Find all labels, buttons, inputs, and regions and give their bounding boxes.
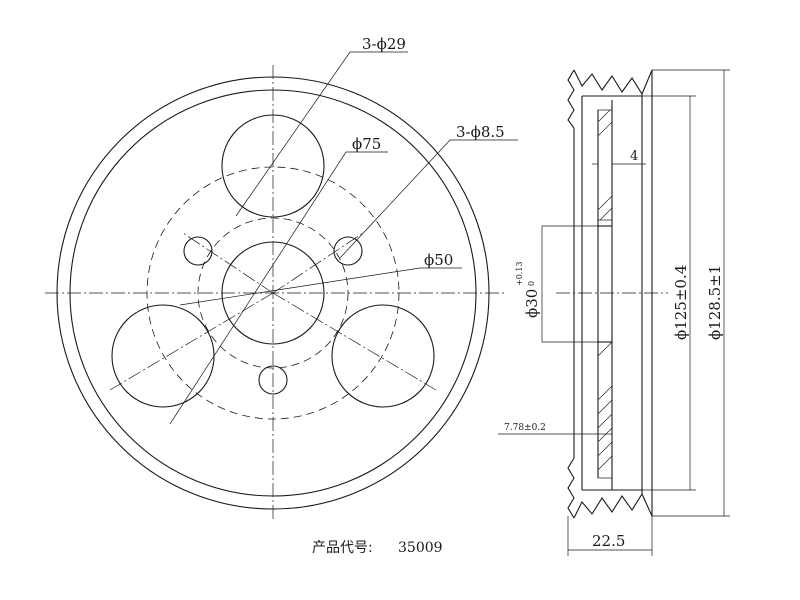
ribs-top (573, 69, 653, 96)
leader-holes-large (235, 51, 408, 217)
side-view: 4 ϕ30 +0.13 0 ϕ125±0.4 ϕ128.5±1 7.78±0.2… (498, 69, 730, 556)
dim-outer-diameter: ϕ128.5±1 (706, 265, 724, 340)
groove-profile-left-top (567, 69, 575, 129)
caption-code: 35009 (398, 540, 443, 556)
hatching (597, 109, 613, 471)
leader-center-bore (179, 267, 462, 306)
dim-offset: 7.78±0.2 (504, 423, 546, 433)
dim-inner-diameter: ϕ125±0.4 (672, 265, 690, 340)
groove-profile-left-bottom (567, 457, 575, 519)
section-upper (597, 109, 613, 221)
section-lower (597, 341, 613, 479)
small-hole-left (183, 236, 213, 266)
leader-bolt-circle (169, 151, 388, 425)
dim-groove-depth: 4 (630, 149, 638, 164)
centerline-to-small-left (182, 232, 274, 294)
caption-label: 产品代号: (312, 540, 373, 556)
dim-bore-tol-lower: 0 (527, 281, 536, 286)
small-hole-right (333, 236, 363, 266)
centerline-to-right-hole (272, 292, 437, 391)
leader-holes-small (339, 139, 518, 259)
centerline-to-small-right (272, 232, 364, 294)
dim-holes-large: 3-ϕ29 (362, 35, 406, 53)
front-view: 3-ϕ29 ϕ75 3-ϕ8.5 ϕ50 (45, 35, 518, 520)
ribs-bottom (573, 492, 653, 519)
dim-holes-small: 3-ϕ8.5 (456, 123, 505, 141)
dim-bore: ϕ30 (523, 289, 541, 318)
product-caption: 产品代号: 35009 (312, 540, 443, 556)
dim-bolt-circle: ϕ75 (352, 135, 381, 153)
large-hole-right (331, 304, 435, 408)
large-hole-left (111, 304, 215, 408)
centerline-to-left-hole (109, 292, 274, 391)
dim-center-bore: ϕ50 (424, 251, 453, 269)
small-hole-bottom (258, 365, 288, 395)
dim-width: 22.5 (592, 532, 625, 550)
dim-bore-tol-upper: +0.13 (515, 261, 524, 286)
